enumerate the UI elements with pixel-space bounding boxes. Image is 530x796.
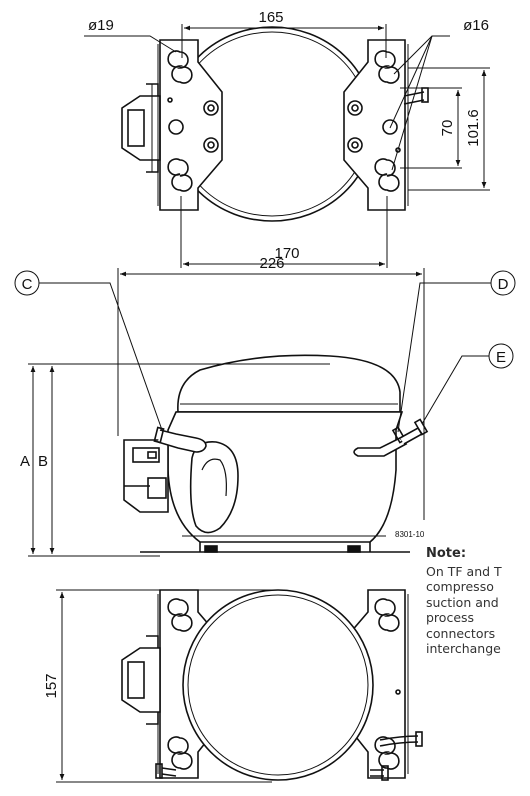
side-dome: [177, 354, 401, 413]
side-view: [123, 354, 429, 553]
dim-height-b: B: [38, 453, 48, 470]
top-view: [121, 26, 429, 222]
left-bracket: [159, 39, 223, 211]
side-callouts: [14, 270, 516, 433]
top-dimensions: [84, 24, 490, 268]
right-bracket-slots: [347, 50, 401, 192]
dim-width-165: 165: [258, 9, 283, 26]
left-bracket-slots: [167, 50, 219, 192]
top-terminal-box: [121, 83, 161, 173]
side-terminal-cover: [123, 439, 239, 534]
bottom-dimensions: [56, 589, 272, 783]
dim-width-170: 170: [274, 245, 299, 262]
dim-diameter-19: ø19: [88, 17, 114, 34]
callout-d-label: D: [498, 276, 509, 293]
dim-height-a: A: [20, 453, 30, 470]
bottom-shell-outer: [182, 589, 374, 781]
dim-width-226: 226: [259, 255, 284, 272]
dim-height-101-6: 101.6: [465, 109, 482, 147]
note-title: Note:: [426, 546, 467, 561]
note-box: Note: On TF and T compresso suction and …: [426, 546, 530, 657]
bottom-view: [121, 589, 423, 781]
bottom-shell-inner: [187, 594, 369, 776]
dim-depth-157: 157: [43, 673, 60, 698]
figure-reference: 8301-10: [395, 530, 425, 539]
side-dimensions: [28, 268, 425, 557]
bottom-pipe-stubs: [155, 731, 423, 781]
callout-c-label: C: [22, 276, 33, 293]
callout-e-label: E: [496, 349, 506, 366]
note-text: On TF and T compresso suction and proces…: [426, 563, 502, 657]
side-base: [140, 542, 410, 553]
bottom-bracket-slots: [167, 598, 401, 770]
connector-c: [153, 426, 207, 453]
dim-diameter-16: ø16: [463, 17, 489, 34]
dim-height-70: 70: [439, 120, 456, 137]
bottom-terminal-box: [121, 635, 161, 725]
